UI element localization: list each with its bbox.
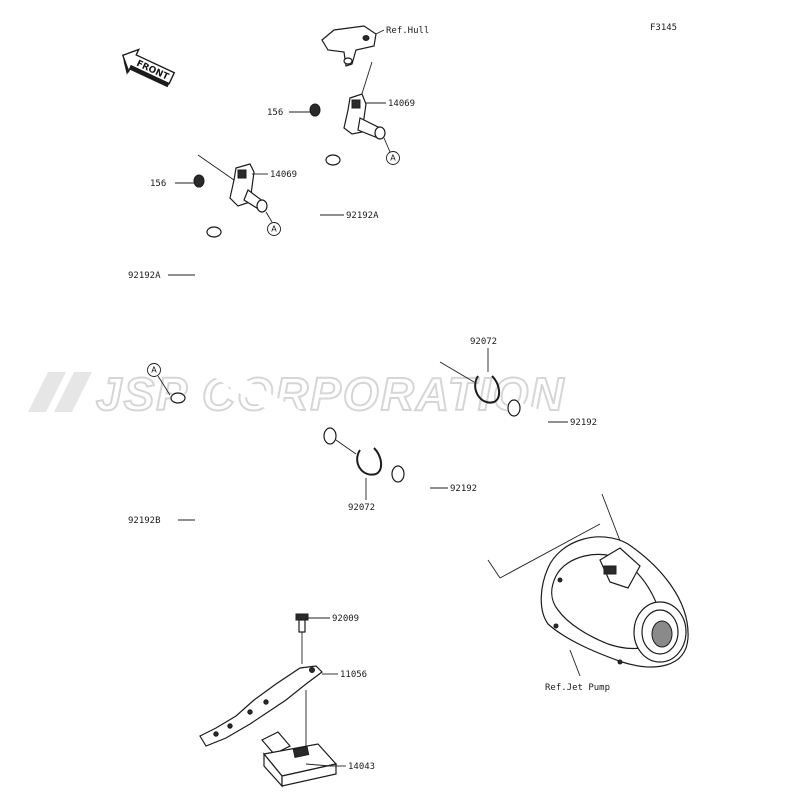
connector-a-third-label: A [151,366,157,375]
connector-a-third: A [147,363,171,396]
jet-pump: Ref.Jet Pump [540,536,689,693]
connector-a-lower: A [267,222,281,236]
hose-92192a-upper: 92192A [284,152,448,370]
hose-92192-lower: 92192 [390,465,601,579]
label-fitting-lower: 14069 [270,170,297,180]
connector-a-upper: A [386,151,400,165]
label-clip-upper: 92072 [470,337,497,347]
label-hose-a-upper: 92192A [346,211,379,221]
hose-92192a-lower: 92192A [128,224,338,445]
label-hose-right-lower: 92192 [450,484,477,494]
hose-92192b: 92192B [128,390,234,696]
label-ref-hull: Ref.Hull [386,26,429,36]
connector-a-upper-label: A [390,154,396,163]
front-arrow-icon: FRONT [121,48,176,88]
clip-upper: 92072 [439,337,500,404]
connector-a-lower-label: A [271,225,277,234]
label-clamp-lower: 156 [150,179,166,189]
label-hose-right-upper: 92192 [570,418,597,428]
label-bolt: 92009 [332,614,359,624]
bracket: 11056 [199,665,367,764]
watermark-text: JSP CORPORATION [96,368,566,420]
label-ref-jet-pump: Ref.Jet Pump [545,683,610,693]
label-fitting-upper: 14069 [388,99,415,109]
label-clip-lower: 92072 [348,503,375,513]
label-filter: 14043 [348,762,375,772]
label-hose-b: 92192B [128,516,161,526]
clip-lower: 92072 [335,439,382,513]
label-hose-a-lower: 92192A [128,271,161,281]
hull-bracket: Ref.Hull [321,25,429,101]
label-bracket: 11056 [340,670,367,680]
filter: 14043 [261,731,375,788]
figure-code: F3145 [650,23,677,33]
fitting-lower: 156 14069 [150,154,297,223]
label-clamp-upper: 156 [267,108,283,118]
fitting-upper: 156 14069 [267,93,415,153]
bolt: 92009 [295,613,359,664]
hose-92192-upper: 92192 [506,399,623,547]
